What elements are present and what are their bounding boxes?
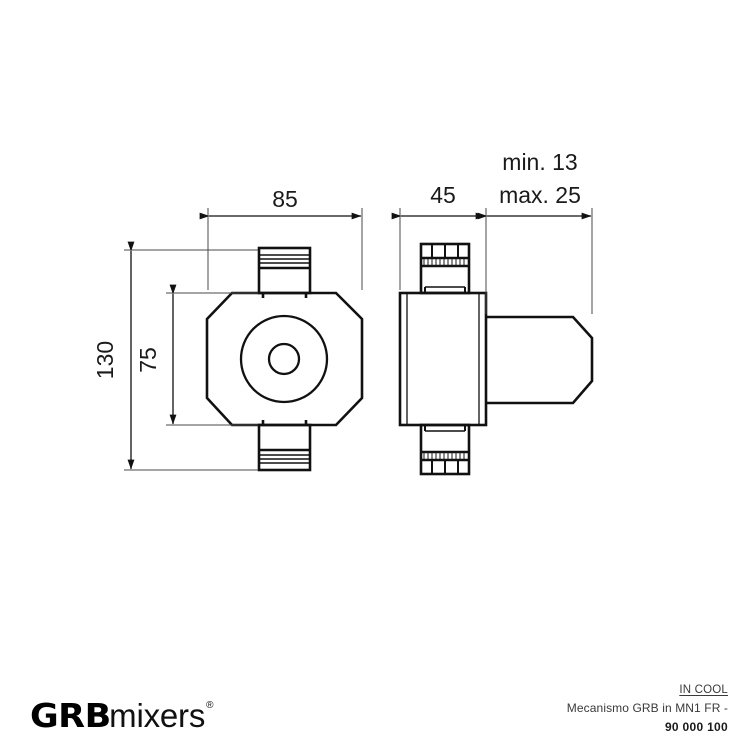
dimension-label-spindle-min: min. 13 — [502, 149, 577, 175]
front-body-outline — [205, 291, 364, 427]
dimension-labels: 85 130 75 45 min. 13 max. 25 — [92, 149, 581, 379]
front-boss-inner-circle — [267, 342, 301, 376]
side-spindle-outline — [486, 315, 594, 405]
side-body-outline — [398, 291, 488, 427]
brand-name-primary: GRB — [30, 696, 111, 735]
dimension-front-total-height — [124, 241, 258, 471]
product-code-label: 90 000 100 — [664, 719, 728, 734]
product-family-label: IN COOL — [679, 683, 728, 696]
front-view — [205, 246, 364, 472]
dimension-label-spindle-max: max. 25 — [499, 182, 581, 208]
front-bottom-connector — [257, 420, 312, 472]
front-boss-outer-circle — [239, 314, 329, 404]
dimension-front-width — [199, 208, 363, 290]
sheet-footer: GRB mixers ® IN COOL Mecanismo GRB in MN… — [0, 660, 750, 750]
side-bottom-connector — [419, 423, 471, 476]
dimension-label-side-depth: 45 — [430, 182, 456, 208]
product-info-block: IN COOL Mecanismo GRB in MN1 FR - 90 000… — [567, 682, 728, 736]
dimension-label-front-width: 85 — [272, 186, 298, 212]
brand-name-secondary: mixers — [109, 697, 206, 734]
product-description-label: Mecanismo GRB in MN1 FR - — [566, 700, 728, 715]
dimension-label-front-body-height: 75 — [135, 347, 161, 373]
dimension-label-front-total-height: 130 — [92, 341, 118, 379]
side-top-connector — [419, 242, 471, 295]
dimension-front-body-height — [166, 284, 258, 426]
dimension-side-depth-group — [391, 208, 593, 314]
front-top-connector — [257, 246, 312, 298]
side-view — [398, 242, 594, 476]
brand-logo: GRB mixers ® — [30, 699, 214, 732]
registered-trademark-icon: ® — [206, 700, 214, 711]
